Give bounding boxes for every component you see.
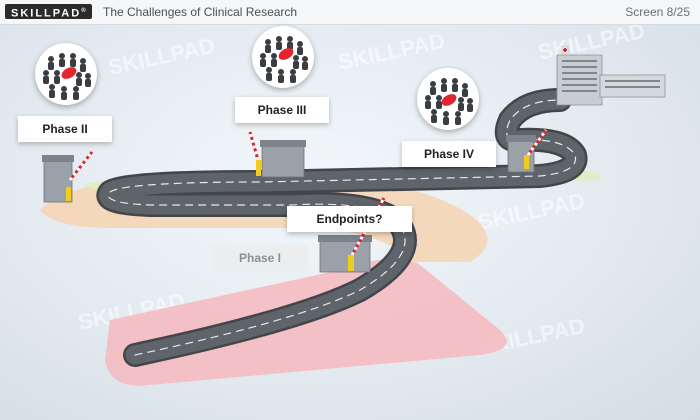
skillpad-logo: SKILLPAD®: [5, 4, 92, 20]
watermark-text: SKILLPAD: [476, 188, 587, 235]
toll-booth-icon: [506, 129, 548, 173]
crowd-figures: [43, 53, 91, 100]
course-title: The Challenges of Clinical Research: [103, 5, 298, 19]
crowd-icon: [417, 68, 479, 130]
screen-counter: Screen 8/25: [625, 5, 690, 19]
crowd-figures: [260, 36, 308, 83]
crowd-icon: [35, 43, 97, 105]
road-illustration: SKILLPAD SKILLPAD SKILLPAD SKILLPAD SKIL…: [0, 25, 700, 420]
title-bar: SKILLPAD® The Challenges of Clinical Res…: [0, 0, 700, 25]
hospital-building-icon: [556, 46, 666, 106]
phase-1-label[interactable]: Phase I: [212, 245, 308, 271]
toll-booth-icon: [248, 131, 306, 178]
crowd-figures: [425, 78, 473, 125]
phase-3-label[interactable]: Phase III: [235, 97, 329, 123]
road-scene: SKILLPAD SKILLPAD SKILLPAD SKILLPAD SKIL…: [40, 25, 666, 386]
phase-4-label[interactable]: Phase IV: [402, 141, 496, 167]
toll-booth-icon: [42, 151, 94, 203]
crowd-icon: [252, 26, 314, 88]
watermark-text: SKILLPAD: [106, 33, 217, 80]
endpoints-label[interactable]: Endpoints?: [287, 206, 412, 232]
phase-2-label[interactable]: Phase II: [18, 116, 112, 142]
